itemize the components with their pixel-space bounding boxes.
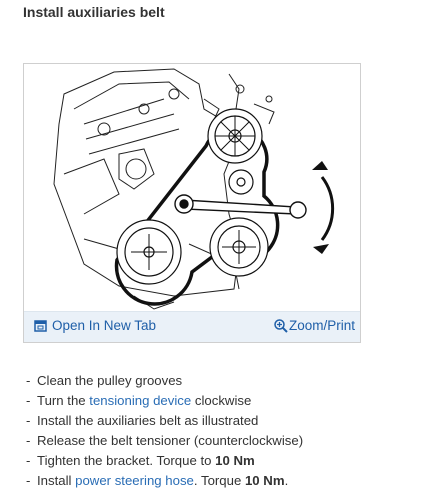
illustration-frame: Open In New Tab Zoom/Print (23, 63, 361, 343)
zoom-print-link[interactable]: Zoom/Print (274, 318, 355, 333)
torque-value: 10 Nm (244, 473, 285, 488)
open-in-new-tab-link[interactable]: Open In New Tab (34, 318, 156, 333)
list-item: -Tighten the bracket. Torque to 10 Nm (26, 453, 255, 468)
torque-value: 10 Nm (215, 453, 255, 468)
power-steering-hose-link[interactable]: power steering hose (75, 473, 194, 488)
list-item: -Turn the tensioning device clockwise (26, 393, 252, 408)
list-item: -Install power steering hose. Torque 10 … (26, 473, 289, 488)
open-in-new-tab-label: Open In New Tab (52, 318, 157, 333)
instruction-steps: -Clean the pulley grooves -Turn the tens… (26, 371, 303, 491)
page-title: Install auxiliaries belt (23, 4, 165, 20)
list-item: -Release the belt tensioner (countercloc… (26, 433, 304, 448)
tensioning-device-link[interactable]: tensioning device (89, 393, 192, 408)
zoom-in-icon (274, 318, 288, 333)
belt-routing-illustration[interactable] (24, 64, 360, 312)
list-item: -Clean the pulley grooves (26, 373, 183, 388)
list-item: -Install the auxiliaries belt as illustr… (26, 413, 259, 428)
open-new-tab-icon (34, 319, 47, 332)
figure-toolbar: Open In New Tab Zoom/Print (24, 311, 360, 342)
zoom-print-label: Zoom/Print (288, 318, 355, 333)
